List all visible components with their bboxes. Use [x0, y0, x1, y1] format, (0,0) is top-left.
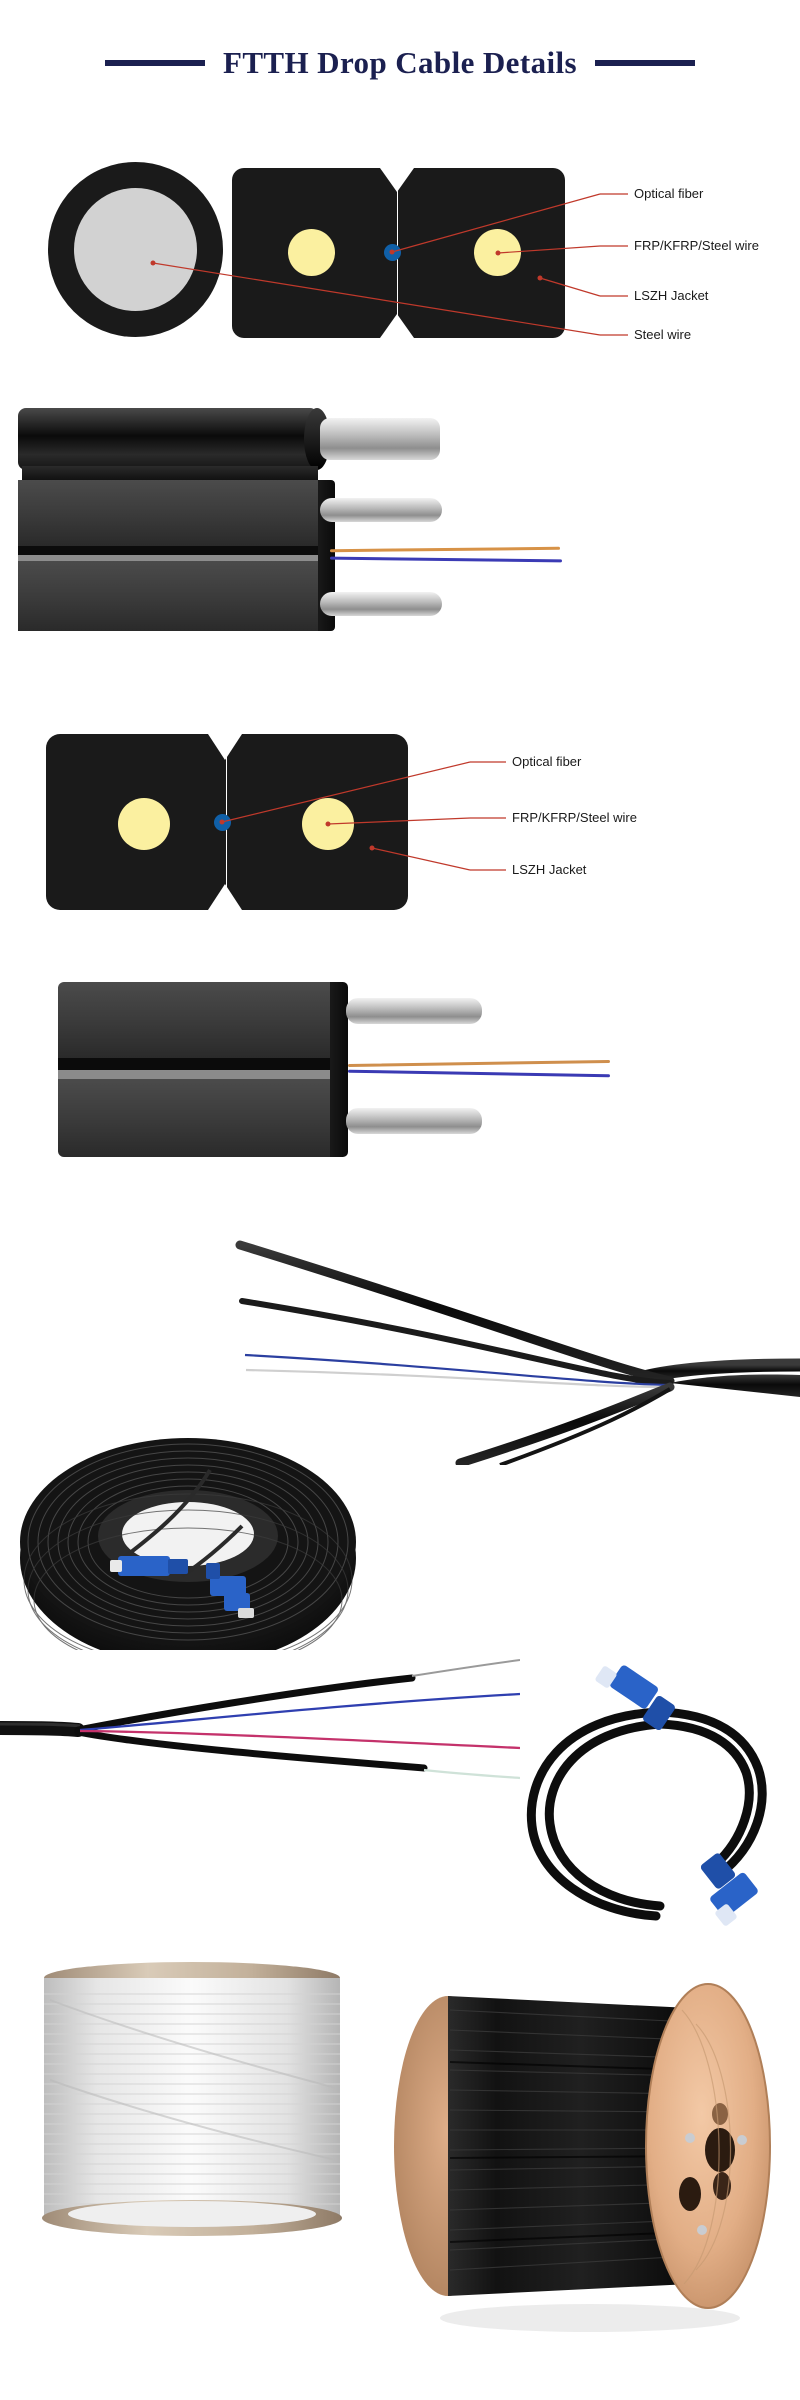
sc-connector-left	[110, 1556, 188, 1576]
strength-rod-upper	[346, 998, 482, 1024]
cable-end-face-2	[330, 982, 348, 1157]
callout-lines-xs1	[150, 193, 628, 336]
title-rule-right	[594, 60, 695, 66]
fiber-blue-2	[347, 1069, 611, 1078]
callout-lines-xs2	[219, 761, 506, 871]
fiber-orange-2	[347, 1059, 611, 1068]
strength-rod-bottom	[320, 592, 442, 616]
label-lszh-jacket-2: LSZH Jacket	[512, 862, 587, 877]
strength-rod-middle	[320, 498, 442, 522]
strength-rod-lower	[346, 1108, 482, 1134]
steel-wire-round	[48, 162, 223, 337]
photo-splayed-cable	[200, 1215, 800, 1465]
patch-cord-art	[526, 1665, 767, 1926]
photo-patch-cord	[520, 1650, 800, 1930]
strength-rod-top	[320, 418, 440, 460]
figure-cross-section-self-supporting: Optical fiber FRP/KFRP/Steel wire LSZH J…	[0, 150, 800, 370]
jacket-notch-bottom-2	[208, 884, 242, 910]
label-steel-wire-1: Steel wire	[634, 327, 692, 342]
cable-upper-slab	[18, 480, 318, 546]
jacket-web-neck	[22, 466, 318, 482]
sc-connector-right	[206, 1563, 254, 1618]
fiber-orange	[329, 546, 561, 553]
label-frp-kfrp-steel-wire-1: FRP/KFRP/Steel wire	[634, 238, 759, 253]
splayed-cable-art	[235, 1240, 800, 1465]
frp-member-left-2	[118, 798, 170, 850]
figure-render-flat	[0, 960, 800, 1210]
label-optical-fiber-2: Optical fiber	[512, 754, 582, 769]
messenger-wire-body	[18, 408, 318, 470]
cable-coil-art	[20, 1438, 356, 1673]
cable-center-seam-2	[58, 1058, 330, 1070]
cable-seam-highlight-2	[58, 1070, 330, 1079]
photo-split-fibers	[0, 1650, 520, 1900]
photo-cable-coil	[10, 1430, 370, 1680]
title-rule-left	[105, 60, 206, 66]
figure-render-self-supporting	[0, 400, 800, 670]
jacket-notch-top	[380, 168, 414, 192]
page-header: FTTH Drop Cable Details	[0, 40, 800, 86]
photo-spool-white	[10, 1960, 370, 2300]
page-title: FTTH Drop Cable Details	[223, 45, 577, 80]
label-lszh-jacket-1: LSZH Jacket	[634, 288, 709, 303]
cable-upper-slab-2	[58, 982, 330, 1058]
cable-seam-highlight	[18, 555, 318, 561]
white-spool-art	[42, 1962, 342, 2236]
sc-connector-bottom	[700, 1853, 758, 1926]
cable-lower-slab	[18, 561, 318, 631]
cable-center-seam	[18, 546, 318, 555]
fiber-blue	[329, 556, 563, 563]
jacket-notch-top-2	[208, 734, 242, 760]
label-frp-kfrp-steel-wire-2: FRP/KFRP/Steel wire	[512, 810, 637, 825]
jacket-notch-bottom	[380, 314, 414, 338]
black-spool-art	[394, 1983, 771, 2332]
steel-wire-core	[74, 188, 197, 311]
photo-spool-black	[390, 1950, 800, 2340]
figure-cross-section-flat: Optical fiber FRP/KFRP/Steel wire LSZH J…	[0, 720, 800, 930]
label-optical-fiber-1: Optical fiber	[634, 186, 704, 201]
sc-connector-top	[595, 1665, 675, 1731]
frp-member-left	[288, 229, 335, 276]
cable-lower-slab-2	[58, 1079, 330, 1157]
split-fibers-art	[0, 1659, 520, 1780]
